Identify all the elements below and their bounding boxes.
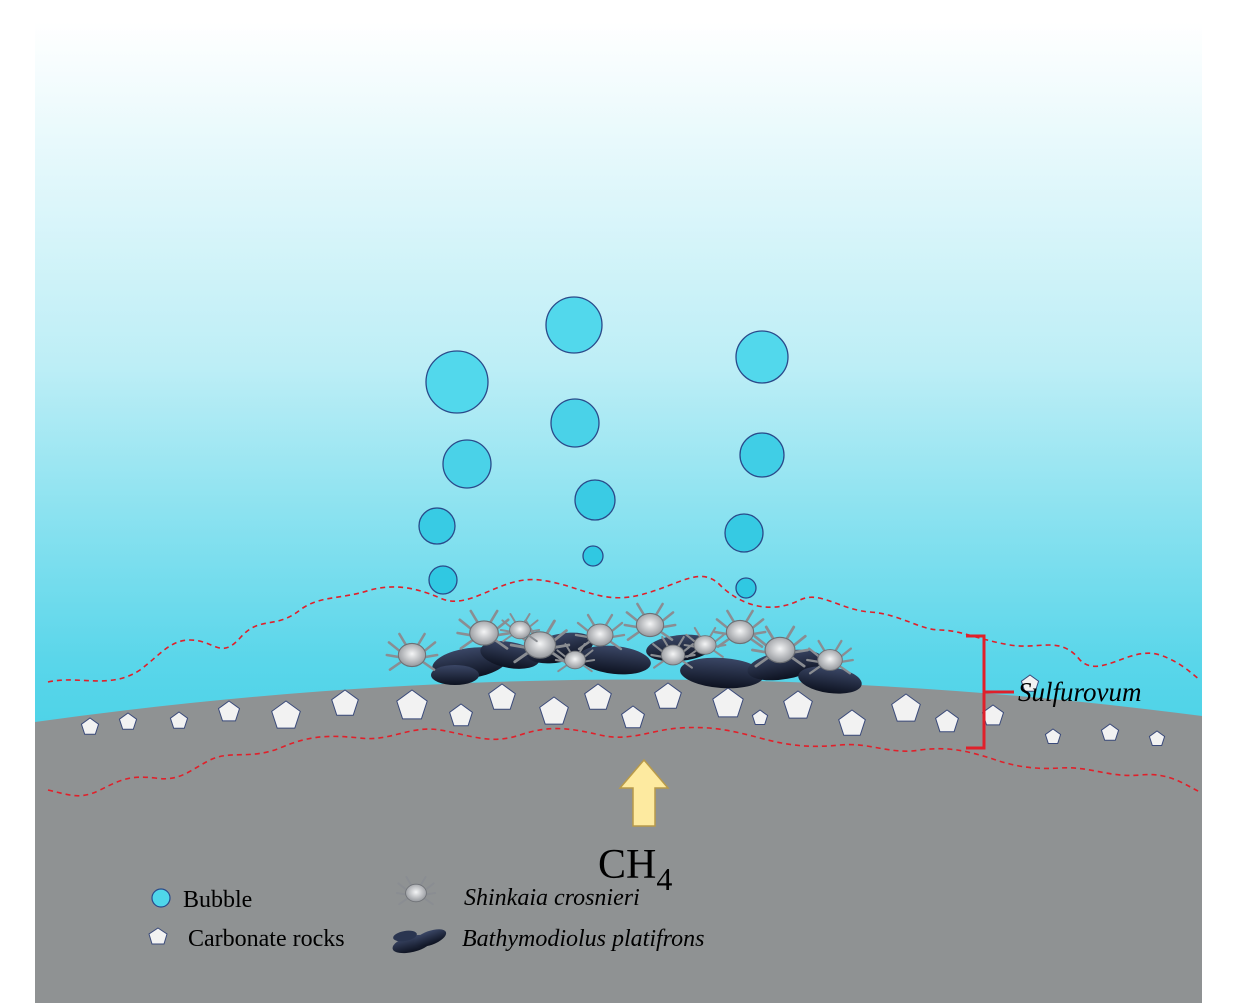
crab [574,613,626,651]
bubble [582,545,604,567]
bubble [735,330,789,384]
carbonate-rock [331,689,359,716]
bubble [418,507,456,545]
crab-cluster [385,602,854,675]
bubble [735,577,757,599]
carbonate-rock [488,683,516,710]
carbonate-rock [712,687,744,718]
carbonate-rock [118,712,138,730]
carbonate-rock [584,683,612,710]
legend-shinkaia-label: Shinkaia crosnieri [464,885,640,911]
sulfurovum-bracket [966,634,1014,750]
carbonate-rock [169,711,189,729]
carbonate-rock [449,703,473,727]
crab [683,626,727,658]
carbonate-rock [891,693,921,722]
carbonate-rock [783,690,813,719]
bubble [545,296,603,354]
bubble [739,432,785,478]
sulfurovum-label: Sulfurovum [1018,677,1142,707]
carbonate-rock [396,689,428,720]
ch4-label: CH4 [598,842,672,897]
crab [395,876,437,906]
crab [806,639,854,675]
carbonate-rock [271,700,301,729]
pentagon-rock-icon [148,927,168,945]
crab [713,609,767,648]
carbonate-rock [1148,730,1166,746]
carbonate-rock [539,696,569,725]
bubble [724,513,764,553]
legend: Bubble Carbonate rocks Shinkaia crosnier… [148,876,704,954]
mussel [798,666,862,694]
sediment [35,679,1202,1003]
crab [385,632,439,671]
up-arrow-icon [618,758,670,827]
bubble [574,479,616,521]
bubble [425,350,489,414]
legend-carbonate-label: Carbonate rocks [188,926,345,952]
bubble [428,565,458,595]
carbonate-rock [838,709,866,736]
crab-icon [395,876,437,906]
mussel [579,645,651,675]
carbonate-rocks [80,674,1166,746]
crab [751,625,809,668]
bubble [550,398,600,448]
legend-bathymodiolus-label: Bathymodiolus platifrons [462,926,704,952]
carbonate-rock [935,709,959,733]
bracket-icon [966,634,1014,750]
bubbles [418,296,789,599]
carbonate-rock [751,709,769,725]
carbonate-rock [621,705,645,729]
carbonate-rock [1044,728,1062,744]
carbonate-rock [1100,723,1120,741]
crab [456,609,512,650]
mussel [431,665,479,685]
carbonate-rock [654,682,682,709]
legend-bubble-label: Bubble [183,887,252,913]
mussel-icon [392,929,447,954]
upper-dashed-boundary [47,575,1201,683]
carbonate-rock [217,700,241,722]
carbonate-rock [1020,674,1040,692]
carbonate-rock [80,717,100,735]
mussel [680,657,764,689]
crab [623,602,677,641]
bubble-icon [151,888,171,908]
bubble [442,439,492,489]
